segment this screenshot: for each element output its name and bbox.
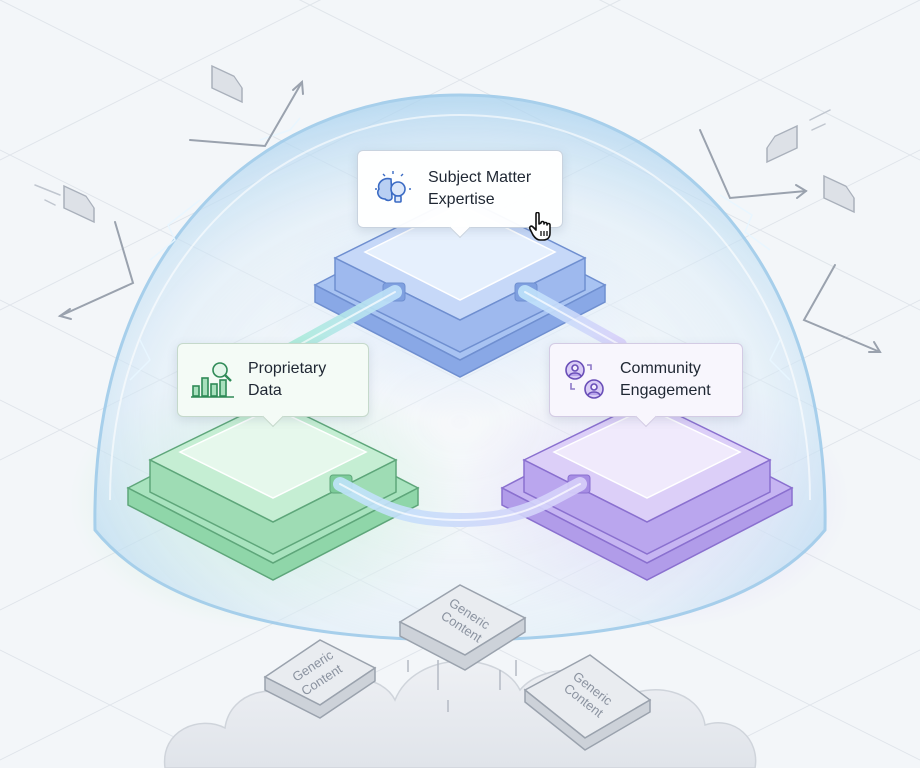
node-label: Subject Matter Expertise — [428, 169, 532, 208]
bar-chart-magnifier-icon — [190, 357, 236, 403]
deflected-documents — [63, 64, 855, 224]
document-icon — [823, 174, 855, 214]
deflection-arrows — [34, 79, 882, 353]
connected-users-icon — [562, 357, 608, 403]
document-icon — [63, 184, 95, 224]
generic-content-block: Generic Content — [398, 584, 527, 671]
node-label: Proprietary Data — [248, 360, 327, 399]
callout-community-engagement[interactable]: Community Engagement — [549, 343, 743, 417]
falling-fragments — [407, 660, 517, 712]
connection-tubes — [283, 285, 627, 528]
callout-subject-matter-expertise[interactable]: Subject Matter Expertise — [357, 150, 563, 228]
hand-cursor-icon — [528, 211, 554, 247]
generic-content-block: Generic Content — [263, 639, 377, 719]
brain-lightbulb-icon — [370, 166, 416, 212]
debris-clouds — [163, 660, 757, 768]
platform-proprietary-data — [126, 399, 420, 581]
document-icon — [766, 124, 798, 164]
generic-content-block: Generic Content — [523, 654, 652, 751]
node-label: Community Engagement — [620, 360, 711, 399]
callout-proprietary-data[interactable]: Proprietary Data — [177, 343, 369, 417]
document-icon — [211, 64, 243, 104]
